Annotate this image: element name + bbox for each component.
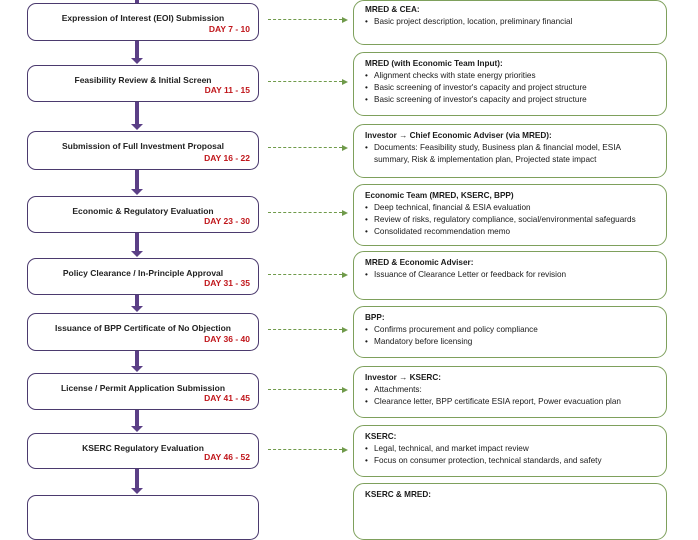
list-item: Documents: Feasibility study, Business p… [365,142,656,166]
list-item: Issuance of Clearance Letter or feedback… [365,269,656,281]
list-item: Review of risks, regulatory compliance, … [365,214,656,226]
connector-line [135,170,139,190]
responsibility-heading: MRED (with Economic Team Input): [365,59,503,68]
dashed-arrowhead-icon [342,209,348,216]
step-title: Submission of Full Investment Proposal [62,141,224,151]
connector-arrowhead-icon [131,58,143,64]
step-title: Issuance of BPP Certificate of No Object… [54,323,232,333]
step-title: Economic & Regulatory Evaluation [72,206,214,216]
step-day-range: DAY 31 - 35 [204,278,250,288]
list-item: Attachments: [365,384,656,396]
connector-line [135,351,139,367]
list-item: Alignment checks with state energy prior… [365,70,656,82]
step-title: KSERC Regulatory Evaluation [82,443,204,453]
dashed-connector [268,329,342,330]
connector-arrowhead-icon [131,306,143,312]
responsibility-box: KSERC & MRED: [353,483,667,540]
responsibility-box: KSERC: Legal, technical, and market impac… [353,425,667,477]
responsibility-list: Deep technical, financial & ESIA evaluat… [365,202,656,238]
connector-line [135,469,139,489]
responsibility-box: Economic Team (MRED, KSERC, BPP) Deep tec… [353,184,667,246]
responsibility-list: Confirms procurement and policy complian… [365,324,656,348]
connector-arrowhead-icon [131,189,143,195]
list-item: Deep technical, financial & ESIA evaluat… [365,202,656,214]
dashed-arrowhead-icon [342,16,348,23]
responsibility-heading: KSERC & MRED: [365,490,431,499]
responsibility-box: Investor → KSERC: Attachments:Clearance l… [353,366,667,418]
connector-arrowhead-icon [131,366,143,372]
responsibility-box: Investor → Chief Economic Adviser (via M… [353,124,667,178]
list-item: Legal, technical, and market impact revi… [365,443,656,455]
connector-line [135,41,139,59]
responsibility-list: Legal, technical, and market impact revi… [365,443,656,467]
responsibility-heading: KSERC: [365,432,397,441]
dashed-arrowhead-icon [342,446,348,453]
dashed-arrowhead-icon [342,78,348,85]
dashed-connector [268,274,342,275]
step-title: Feasibility Review & Initial Screen [74,75,212,85]
responsibility-box: MRED & CEA: Basic project description, lo… [353,0,667,45]
step-title: Expression of Interest (EOI) Submission [61,13,225,23]
step-day-range: DAY 16 - 22 [204,153,250,163]
dashed-connector [268,147,342,148]
connector-arrowhead-icon [131,426,143,432]
dashed-arrowhead-icon [342,386,348,393]
step-day-range: DAY 7 - 10 [208,24,250,34]
responsibility-list: Basic project description, location, pre… [365,16,656,28]
connector-line [135,233,139,252]
list-item: Consolidated recommendation memo [365,226,656,238]
list-item: Basic screening of investor's capacity a… [365,94,656,106]
step-day-range: DAY 46 - 52 [204,452,250,462]
dashed-connector [268,212,342,213]
connector-line [135,0,139,3]
step-day-range: DAY 36 - 40 [204,334,250,344]
list-item: Focus on consumer protection, technical … [365,455,656,467]
dashed-connector [268,449,342,450]
dashed-arrowhead-icon [342,144,348,151]
list-item: Basic project description, location, pre… [365,16,656,28]
process-step [27,495,259,540]
responsibility-box: BPP: Confirms procurement and policy comp… [353,306,667,358]
connector-line [135,295,139,307]
dashed-connector [268,19,342,20]
responsibility-box: MRED & Economic Adviser: Issuance of Clea… [353,251,667,300]
responsibility-box: MRED (with Economic Team Input): Alignmen… [353,52,667,116]
responsibility-list: Documents: Feasibility study, Business p… [365,142,656,166]
connector-line [135,410,139,427]
dashed-connector [268,389,342,390]
list-item: Confirms procurement and policy complian… [365,324,656,336]
responsibility-heading: Economic Team (MRED, KSERC, BPP) [365,191,514,200]
responsibility-list: Issuance of Clearance Letter or feedback… [365,269,656,281]
step-day-range: DAY 11 - 15 [204,85,250,95]
step-day-range: DAY 41 - 45 [204,393,250,403]
responsibility-heading: BPP: [365,313,385,322]
connector-line [135,102,139,125]
step-title: Policy Clearance / In-Principle Approval [62,268,224,278]
responsibility-list: Alignment checks with state energy prior… [365,70,656,106]
process-step: Policy Clearance / In-Principle Approval… [27,258,259,295]
step-day-range: DAY 23 - 30 [204,216,250,226]
responsibility-heading: MRED & Economic Adviser: [365,258,474,267]
responsibility-heading: Investor → KSERC: [365,373,441,382]
connector-arrowhead-icon [131,251,143,257]
step-title: License / Permit Application Submission [60,383,226,393]
responsibility-list: Attachments:Clearance letter, BPP certif… [365,384,656,408]
list-item: Clearance letter, BPP certificate ESIA r… [365,396,656,408]
dashed-arrowhead-icon [342,271,348,278]
responsibility-heading: MRED & CEA: [365,5,420,14]
dashed-connector [268,81,342,82]
process-step: Issuance of BPP Certificate of No Object… [27,313,259,351]
connector-arrowhead-icon [131,124,143,130]
connector-arrowhead-icon [131,488,143,494]
list-item: Mandatory before licensing [365,336,656,348]
responsibility-heading: Investor → Chief Economic Adviser (via M… [365,131,552,140]
dashed-arrowhead-icon [342,326,348,333]
list-item: Basic screening of investor's capacity a… [365,82,656,94]
